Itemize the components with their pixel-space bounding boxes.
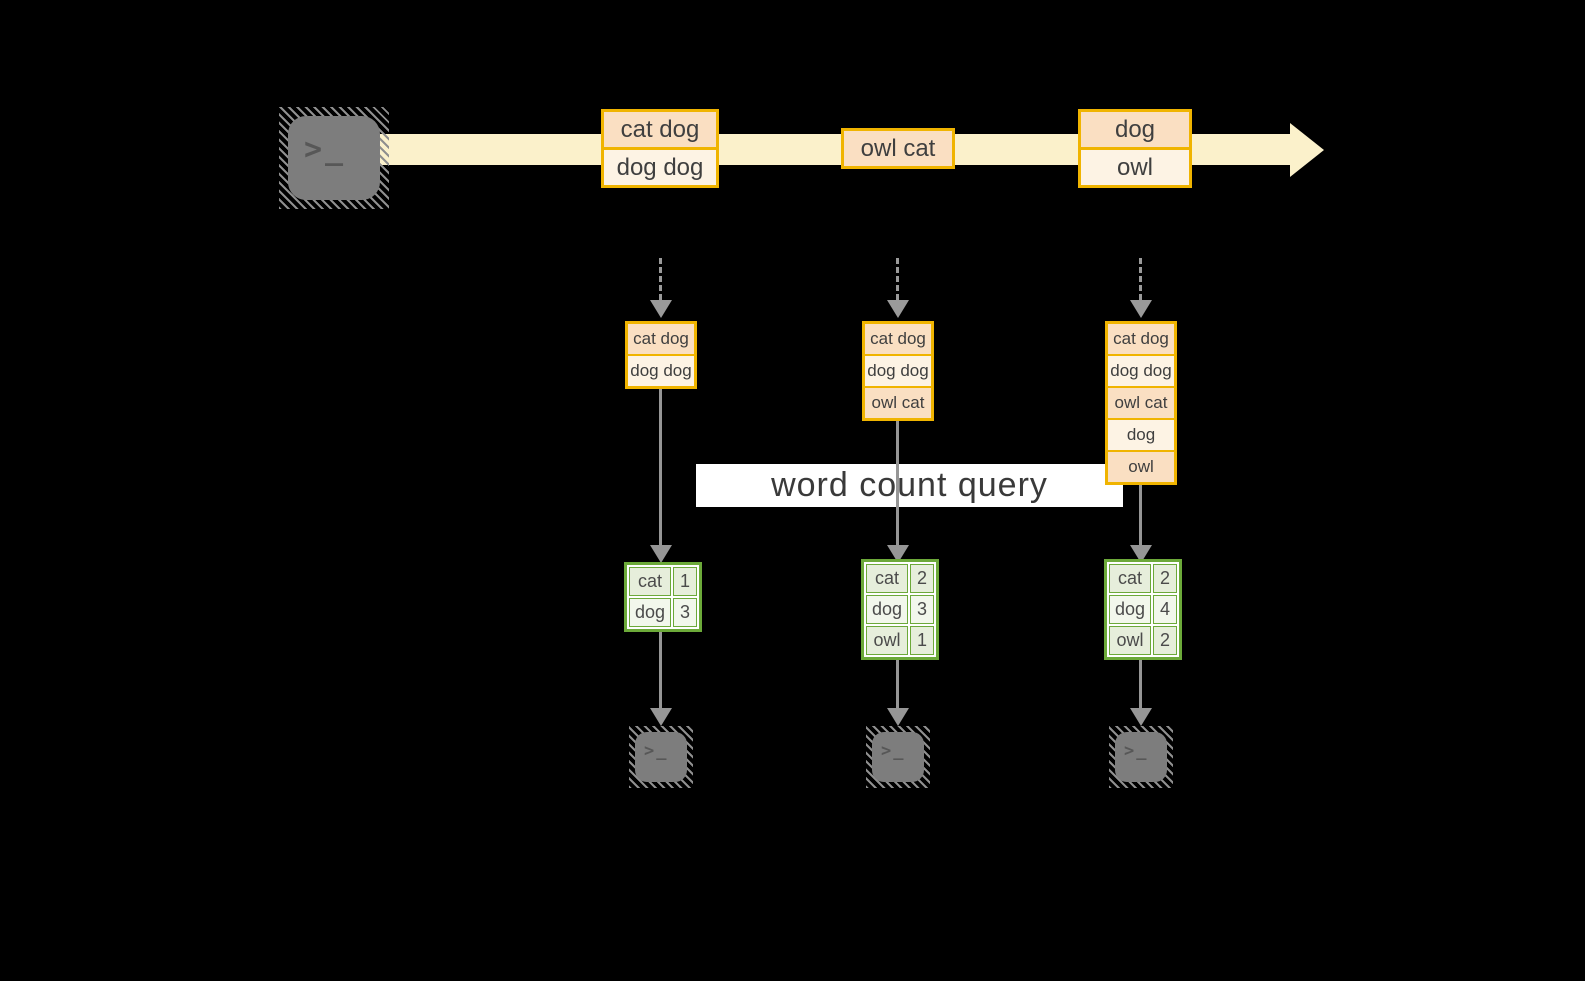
source-terminal-icon: >_ [279, 107, 389, 209]
table-row: dog 3 [866, 595, 934, 624]
count-cell: 3 [910, 595, 934, 624]
sink-terminal-icon-2: >_ [866, 726, 930, 788]
count-cell: 4 [1153, 595, 1177, 624]
word-cell: cat [866, 564, 908, 593]
output-arrowhead-icon [1130, 708, 1152, 726]
terminal-prompt-icon: >_ [644, 741, 669, 761]
state-row: dog dog [865, 354, 931, 386]
count-cell: 2 [910, 564, 934, 593]
sink-terminal-icon-1: >_ [629, 726, 693, 788]
batch-row: owl cat [844, 131, 952, 166]
state-row: dog dog [628, 354, 694, 386]
table-row: owl 1 [866, 626, 934, 655]
word-cell: owl [866, 626, 908, 655]
output-arrowhead-icon [650, 708, 672, 726]
ingest-arrow-line [659, 258, 662, 300]
word-cell: cat [1109, 564, 1151, 593]
state-buffer-2: cat dog dog dog owl cat [862, 321, 934, 421]
output-arrowhead-icon [887, 708, 909, 726]
stream-batch-box-3: dog owl [1078, 109, 1192, 188]
table-row: cat 2 [866, 564, 934, 593]
table-row: dog 4 [1109, 595, 1177, 624]
state-row: owl cat [1108, 386, 1174, 418]
count-cell: 1 [910, 626, 934, 655]
query-arrowhead-icon [887, 545, 909, 563]
table-row: cat 1 [629, 567, 697, 596]
batch-row: dog [1081, 112, 1189, 147]
stream-arrow-head [1290, 123, 1324, 177]
output-arrow-line [896, 656, 899, 708]
terminal-screen: >_ [288, 116, 380, 200]
state-row: dog [1108, 418, 1174, 450]
state-row: cat dog [628, 324, 694, 354]
ingest-arrowhead-icon [887, 300, 909, 318]
state-buffer-3: cat dog dog dog owl cat dog owl [1105, 321, 1177, 485]
terminal-prompt-icon: >_ [304, 132, 347, 167]
ingest-arrowhead-icon [1130, 300, 1152, 318]
query-arrow-line [896, 421, 899, 545]
query-arrow-line [659, 389, 662, 545]
state-row: dog dog [1108, 354, 1174, 386]
output-arrow-line [659, 629, 662, 708]
terminal-prompt-icon: >_ [881, 741, 906, 761]
terminal-screen: >_ [1115, 732, 1167, 782]
sink-terminal-icon-3: >_ [1109, 726, 1173, 788]
state-row: owl [1108, 450, 1174, 482]
state-buffer-1: cat dog dog dog [625, 321, 697, 389]
word-cell: owl [1109, 626, 1151, 655]
state-row: cat dog [1108, 324, 1174, 354]
count-cell: 1 [673, 567, 697, 596]
query-arrow-line [1139, 485, 1142, 545]
state-row: owl cat [865, 386, 931, 418]
ingest-arrowhead-icon [650, 300, 672, 318]
batch-row: cat dog [604, 112, 716, 147]
word-count-table-3: cat 2 dog 4 owl 2 [1104, 559, 1182, 660]
state-row: cat dog [865, 324, 931, 354]
word-cell: dog [866, 595, 908, 624]
query-banner: word count query [696, 464, 1123, 507]
count-cell: 3 [673, 598, 697, 627]
word-count-table-2: cat 2 dog 3 owl 1 [861, 559, 939, 660]
word-cell: dog [1109, 595, 1151, 624]
batch-row: dog dog [604, 147, 716, 185]
count-cell: 2 [1153, 626, 1177, 655]
count-cell: 2 [1153, 564, 1177, 593]
stream-batch-box-2: owl cat [841, 128, 955, 169]
terminal-screen: >_ [635, 732, 687, 782]
terminal-prompt-icon: >_ [1124, 741, 1149, 761]
batch-row: owl [1081, 147, 1189, 185]
table-row: dog 3 [629, 598, 697, 627]
output-arrow-line [1139, 656, 1142, 708]
table-row: owl 2 [1109, 626, 1177, 655]
query-arrowhead-icon [1130, 545, 1152, 563]
stream-batch-box-1: cat dog dog dog [601, 109, 719, 188]
terminal-screen: >_ [872, 732, 924, 782]
word-cell: cat [629, 567, 671, 596]
word-cell: dog [629, 598, 671, 627]
word-count-table-1: cat 1 dog 3 [624, 562, 702, 632]
ingest-arrow-line [1139, 258, 1142, 300]
table-row: cat 2 [1109, 564, 1177, 593]
query-arrowhead-icon [650, 545, 672, 563]
ingest-arrow-line [896, 258, 899, 300]
